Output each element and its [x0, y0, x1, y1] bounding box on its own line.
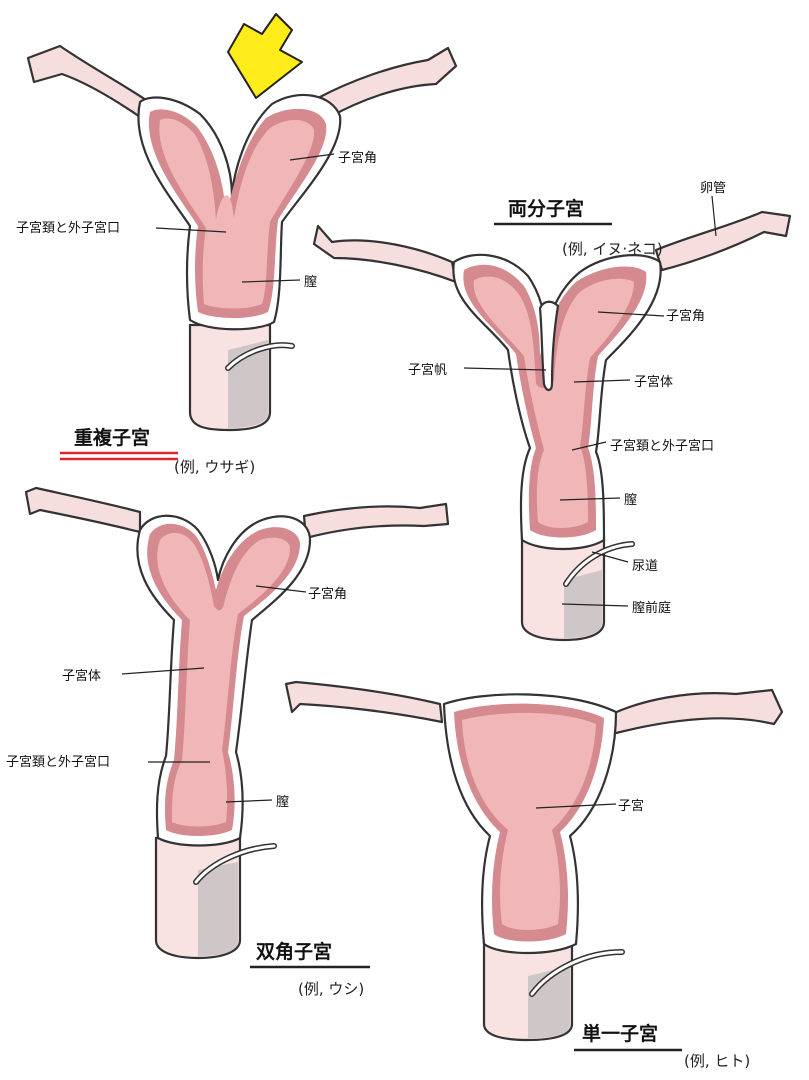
- bipartite-body-label: 子宮体: [634, 374, 673, 390]
- duplex-oviduct-right: [316, 46, 458, 120]
- duplex-lumen: [159, 118, 315, 309]
- bipartite-title: 両分子宮: [508, 197, 584, 220]
- bipartite-oviduct-right: [654, 210, 792, 272]
- bipartite-example: (例, イヌ·ネコ): [562, 240, 663, 258]
- duplex-title: 重複子宮: [74, 426, 150, 449]
- bipartite-velum-label: 子宮帆: [408, 362, 447, 378]
- bipartite-lumen: [473, 276, 634, 528]
- bipartite-urethra-label: 尿道: [632, 559, 658, 574]
- duplex-cervix-label: 子宮頚と外子宮口: [16, 220, 120, 236]
- duplex-vagina-label: 膣: [304, 274, 317, 290]
- simplex-uterus-figure: 子宮 単一子宮 (例, ヒト): [284, 680, 784, 1070]
- simplex-oviduct-left: [284, 680, 444, 724]
- bipartite-vagina-label: 膣: [624, 492, 637, 508]
- bipartite-uterus-figure: 卵管 子宮角 子宮帆 子宮体 子宮頚と外子宮口 膣 尿道 膣前庭 両分子宮 (例…: [312, 181, 792, 642]
- bicornuate-oviduct-right: [302, 502, 450, 540]
- yellow-arrow-icon: [227, 13, 303, 99]
- bipartite-oviduct-label: 卵管: [700, 181, 726, 196]
- bipartite-vestibule-label: 膣前庭: [632, 600, 671, 616]
- bicornuate-oviduct-left: [24, 486, 142, 534]
- duplex-example: (例, ウサギ): [174, 458, 255, 476]
- bicornuate-uterus-figure: 子宮角 子宮体 子宮頚と外子宮口 膣 双角子宮 (例, ウシ): [6, 486, 450, 998]
- bicornuate-body-label: 子宮体: [62, 668, 101, 684]
- bicornuate-vagina-label: 膣: [276, 794, 289, 810]
- bicornuate-title: 双角子宮: [256, 940, 332, 963]
- bipartite-velum: [538, 300, 560, 392]
- simplex-title: 単一子宮: [582, 1022, 658, 1045]
- bipartite-horn-label: 子宮角: [666, 308, 705, 324]
- simplex-lumen: [462, 712, 596, 930]
- bicornuate-lumen: [157, 532, 290, 827]
- simplex-example: (例, ヒト): [684, 1052, 750, 1070]
- duplex-oviduct-left: [26, 44, 154, 126]
- simplex-oviduct-right: [606, 688, 784, 736]
- duplex-uterus-figure: 子宮角 子宮頚と外子宮口 膣 重複子宮 (例, ウサギ): [16, 13, 458, 476]
- bipartite-oviduct-left: [312, 224, 458, 284]
- simplex-uterus-label: 子宮: [618, 798, 644, 814]
- bipartite-cervix-label: 子宮頚と外子宮口: [610, 438, 714, 454]
- duplex-horn-label: 子宮角: [338, 150, 377, 166]
- bicornuate-example: (例, ウシ): [298, 980, 364, 998]
- bicornuate-horn-label: 子宮角: [308, 586, 347, 602]
- bicornuate-cervix-label: 子宮頚と外子宮口: [6, 754, 110, 770]
